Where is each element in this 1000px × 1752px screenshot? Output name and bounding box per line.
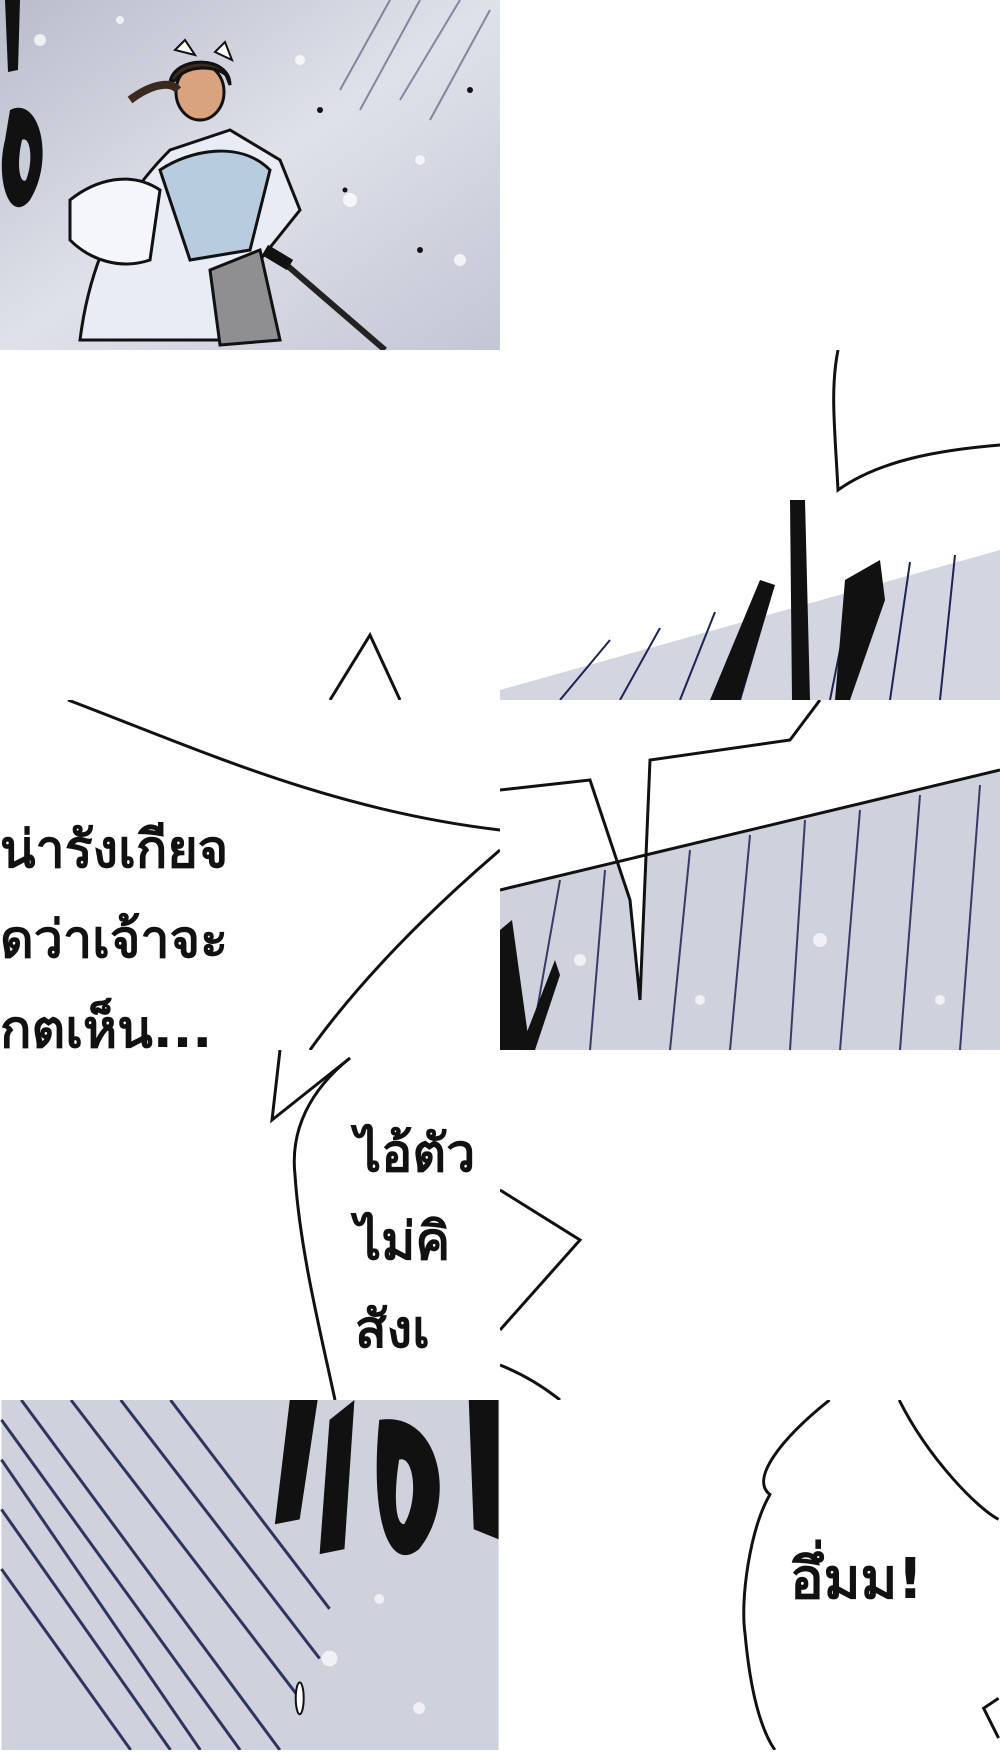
swordsman-illustration (0, 0, 500, 350)
speech-line: ไม่คิ (355, 1212, 451, 1272)
speedlines-illustration (500, 350, 1000, 700)
speech-line: ไอ้ตัว (355, 1124, 476, 1184)
panel-speech-2: ไอ้ตัว ไม่คิ สังเ (0, 1050, 500, 1400)
speedlines-illustration (500, 700, 1000, 1050)
speech-bubble-1: น่ารังเกียจ ดว่าเจ้าจะ กตเห็น... (0, 805, 228, 1050)
panel-swordsman (0, 0, 500, 350)
panel-bubble-tip (0, 350, 500, 700)
speech-line: กตเห็น... (0, 1000, 213, 1050)
speech-bubble-2: ไอ้ตัว ไม่คิ สังเ (355, 1110, 475, 1374)
panel-speech-3: อึ่มม! (500, 1400, 1000, 1750)
speech-line: ดว่าเจ้าจะ (0, 910, 229, 970)
panel-speedlines-bottom (0, 1400, 500, 1750)
speedlines-illustration (0, 1400, 499, 1750)
speech-bubble-2-outline (270, 1050, 351, 1400)
speech-bubble-3: อึ่มม! (790, 1547, 923, 1612)
speech-line: สังเ (355, 1300, 430, 1360)
speech-line: น่ารังเกียจ (0, 820, 229, 880)
panel-blank-top (500, 0, 1000, 350)
panel-speedlines-mid (500, 700, 1000, 1050)
panel-speedlines-top (500, 350, 1000, 700)
panel-bubble-tail-2 (500, 1050, 1000, 1400)
panel-speech-1: น่ารังเกียจ ดว่าเจ้าจะ กตเห็น... (0, 700, 500, 1050)
speech-bubble-1-outline (67, 700, 500, 1050)
speech-bubble-3-outline (742, 1400, 1000, 1750)
speech-bubble-tail (328, 631, 402, 700)
speech-bubble-tail (500, 1188, 583, 1400)
